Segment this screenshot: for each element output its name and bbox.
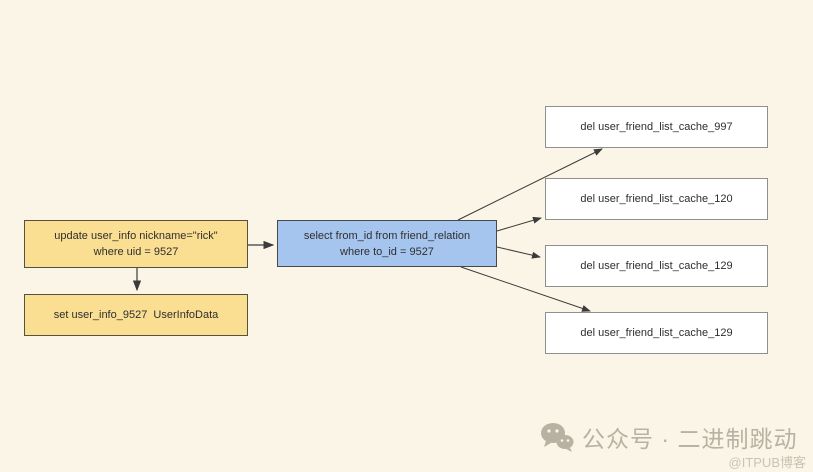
node-select-friend-relation: select from_id from friend_relation wher… xyxy=(277,220,497,267)
node-update-line2: where uid = 9527 xyxy=(93,246,179,258)
node-set-label: set user_info_9527 UserInfoData xyxy=(53,309,219,321)
node-update-line1: update user_info nickname="rick" xyxy=(54,230,218,242)
watermark: 公众号 · 二进制跳动 @ITPUB博客 xyxy=(540,420,806,471)
arrow-select-to-cache-129a xyxy=(496,246,541,259)
node-del-cache-120: del user_friend_list_cache_120 xyxy=(545,178,768,220)
node-del-cache-label: del user_friend_list_cache_120 xyxy=(580,193,733,205)
watermark-brand-text: 公众号 · 二进制跳动 xyxy=(582,426,798,452)
node-set-user-info-cache: set user_info_9527 UserInfoData xyxy=(24,294,248,336)
node-del-cache-label: del user_friend_list_cache_129 xyxy=(580,260,733,272)
node-del-cache-129-a: del user_friend_list_cache_129 xyxy=(545,245,768,287)
node-select-line1: select from_id from friend_relation xyxy=(303,229,471,242)
node-update-user-info: update user_info nickname="rick" where u… xyxy=(24,220,248,268)
node-del-cache-129-b: del user_friend_list_cache_129 xyxy=(545,312,768,354)
node-del-cache-label: del user_friend_list_cache_129 xyxy=(580,327,733,339)
arrow-select-to-cache-120 xyxy=(496,216,542,232)
node-select-line2: where to_id = 9527 xyxy=(340,245,434,258)
node-del-cache-997: del user_friend_list_cache_997 xyxy=(545,106,768,148)
watermark-credit-text: @ITPUB博客 xyxy=(728,455,806,470)
node-del-cache-label: del user_friend_list_cache_997 xyxy=(580,121,733,133)
wechat-icon xyxy=(541,423,574,452)
